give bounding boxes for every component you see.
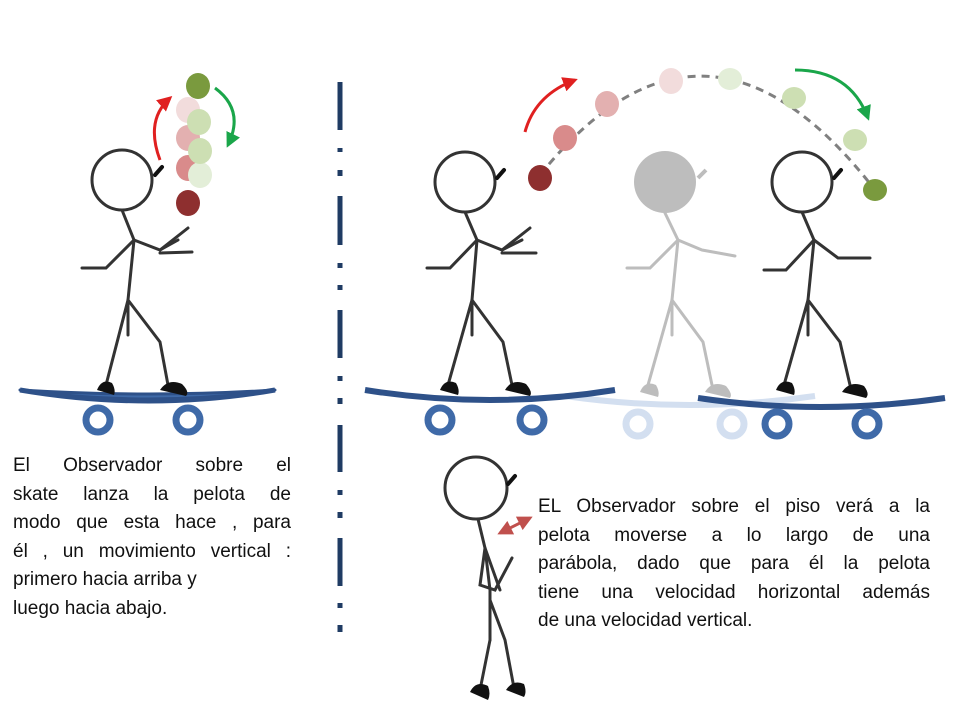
caption-right-line: de una velocidad vertical. — [538, 610, 753, 631]
caption-right-line: tiene una velocidad horizontal además — [538, 581, 930, 603]
skateboard-ghost — [564, 393, 816, 440]
skater-right-start — [364, 150, 616, 436]
caption-left-line: modo que esta hace , para — [13, 512, 291, 533]
up-arrow-right — [523, 77, 578, 133]
head-left — [90, 148, 154, 212]
caption-left-line: luego hacia abajo. — [13, 597, 168, 619]
caption-right-line: parábola, dado que para él la pelota — [538, 553, 930, 574]
caption-right-line: EL Observador sobre el piso verá a la — [538, 496, 930, 517]
caption-left-line: él , un movimiento vertical : — [13, 540, 291, 562]
trajectory-parabola — [538, 74, 877, 191]
skater-ghost — [625, 151, 737, 398]
down-arrow-right — [794, 68, 871, 121]
ball-stack-left — [176, 73, 212, 216]
caption-right-line: pelota moverse a lo largo de una — [538, 524, 930, 546]
caption-left: El Observador sobre el skate lanza la pe… — [13, 452, 291, 623]
double-arrow — [497, 516, 533, 535]
skater-left — [18, 73, 277, 436]
ball-trajectory — [528, 68, 887, 201]
skateboard-right-start — [364, 387, 616, 436]
down-arrow-left — [214, 86, 240, 148]
caption-left-line: primero hacia arriba y — [13, 569, 197, 590]
caption-right: EL Observador sobre el piso verá a la pe… — [538, 493, 930, 636]
ground-observer — [443, 455, 533, 700]
up-arrow-left — [152, 96, 173, 161]
caption-left-line: El Observador sobre el — [13, 455, 291, 476]
skateboard-left — [18, 387, 277, 436]
skateboard-right-end — [697, 395, 946, 440]
caption-left-line: skate lanza la pelota de — [13, 483, 291, 505]
skater-right-end — [697, 150, 946, 440]
